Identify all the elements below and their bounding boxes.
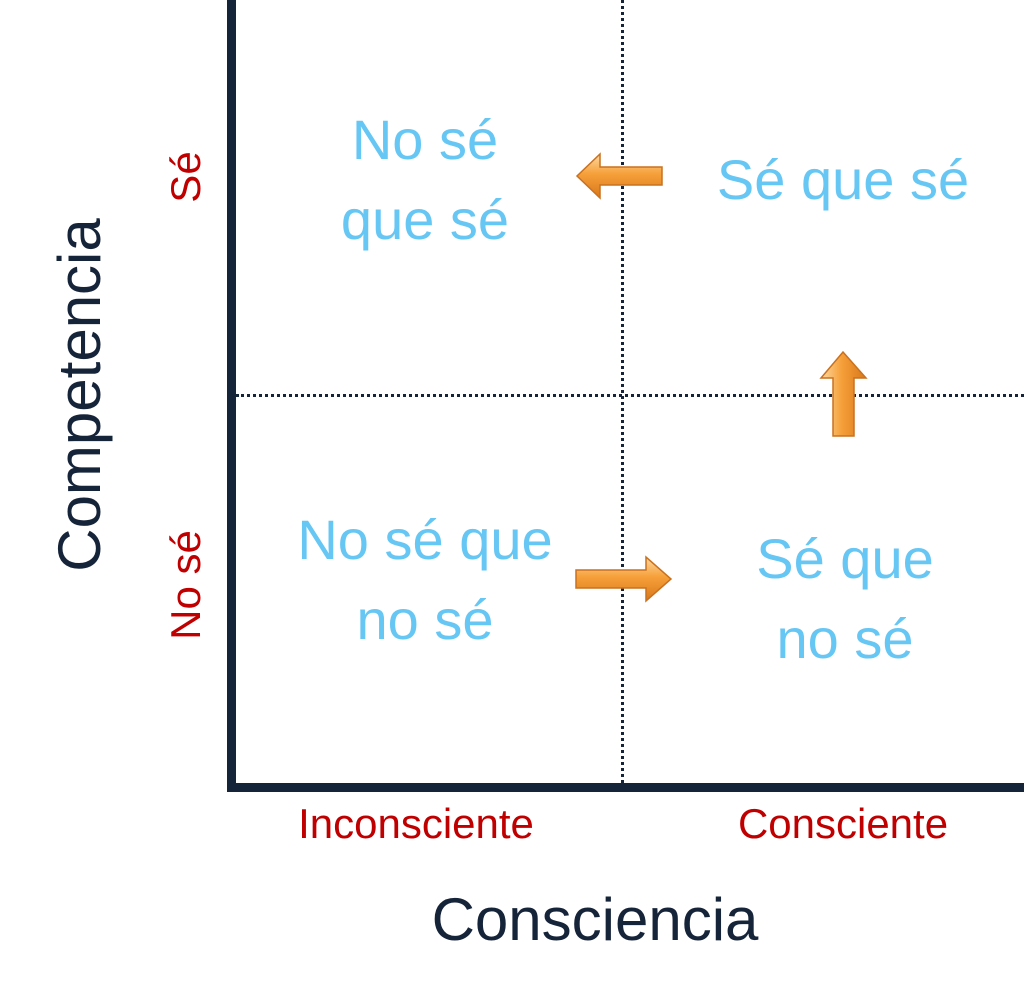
quadrant-top-right-line-1: Sé que sé (716, 148, 970, 211)
horizontal-divider (236, 394, 1024, 397)
y-axis-line (227, 0, 236, 792)
x-axis-line (227, 783, 1024, 792)
quadrant-top-right: Sé que sé (688, 140, 998, 220)
quadrant-bottom-left: No sé que no sé (270, 500, 580, 660)
arrow-up-icon (819, 350, 868, 437)
arrow-left-icon (575, 152, 663, 200)
vertical-divider (621, 0, 624, 783)
quadrant-bottom-right: Sé que no sé (720, 519, 970, 679)
quadrant-bottom-right-line-1: Sé que (756, 527, 934, 590)
arrow-right-icon (575, 555, 673, 603)
x-level-consciente: Consciente (737, 800, 949, 847)
x-axis-title: Consciencia (431, 886, 759, 953)
quadrant-top-left-line-1: No sé (351, 108, 499, 171)
quadrant-top-left-line-2: que sé (340, 188, 510, 251)
quadrant-bottom-right-line-2: no sé (776, 607, 914, 670)
quadrant-bottom-left-line-2: no sé (356, 588, 494, 651)
quadrant-top-left: No sé que sé (300, 100, 550, 260)
x-level-inconsciente: Inconsciente (298, 800, 534, 847)
quadrant-bottom-left-line-1: No sé que (297, 508, 553, 571)
